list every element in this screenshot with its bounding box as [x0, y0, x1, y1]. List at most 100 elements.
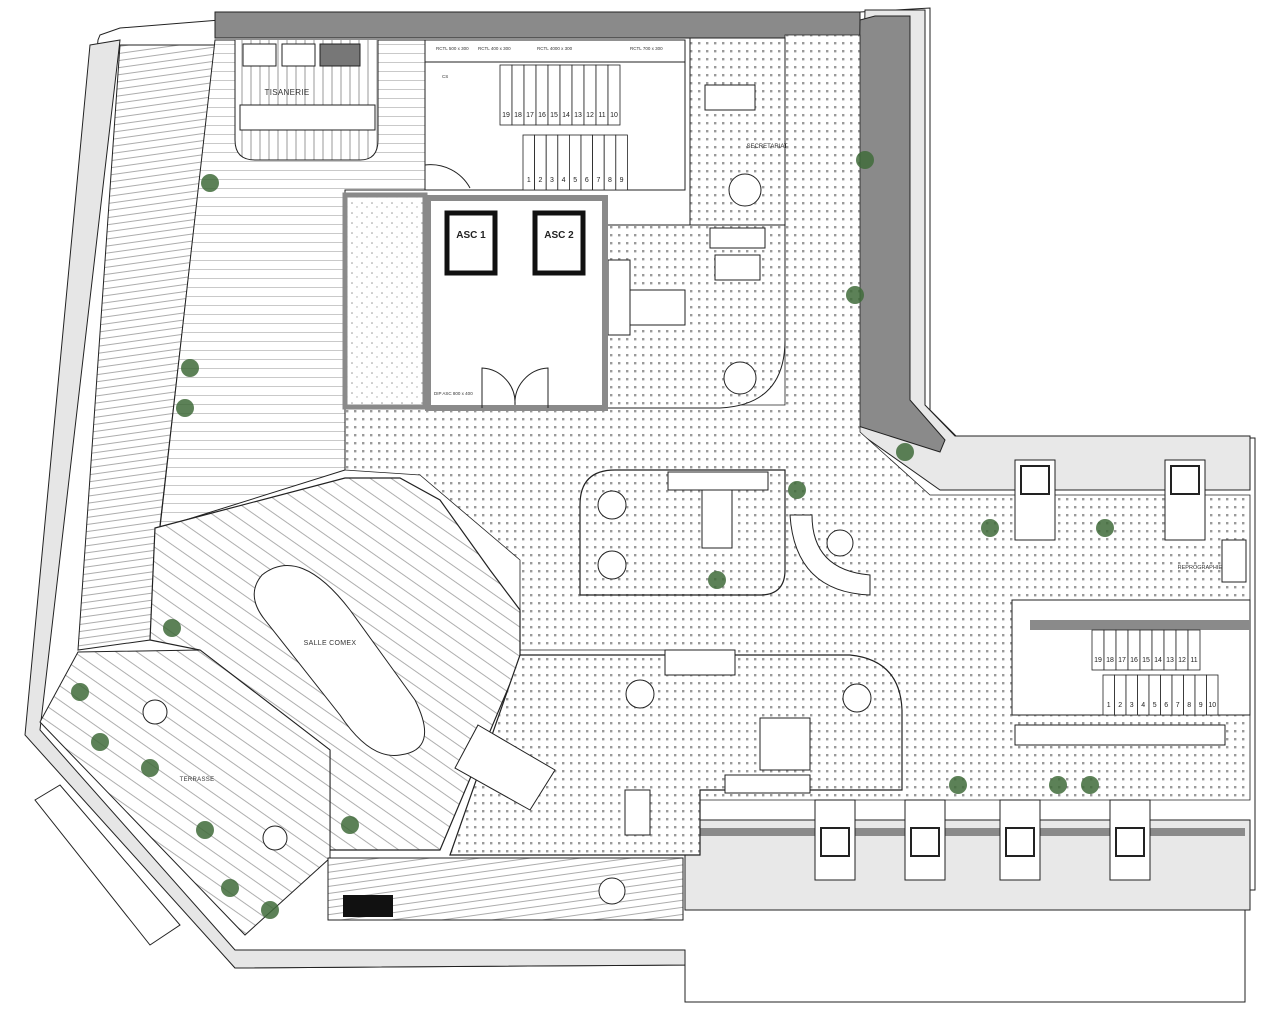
stair-step-number: 4 [562, 177, 566, 184]
stair-step [1160, 674, 1173, 716]
stair-step [1125, 674, 1138, 716]
stair-step-number: 7 [1176, 702, 1180, 709]
stair-step-number: 18 [514, 112, 522, 119]
plant-icon [181, 359, 199, 377]
stair-step-number: 19 [1094, 657, 1102, 664]
stair-step-number: 2 [1118, 702, 1122, 709]
plant-icon [1096, 519, 1114, 537]
stair-step-number: 12 [1178, 657, 1186, 664]
stair-step-number: 4 [1141, 702, 1145, 709]
stair-step-number: 18 [1106, 657, 1114, 664]
stair-step-number: 17 [526, 112, 534, 119]
reception-desk [789, 514, 871, 596]
stair-step-number: 2 [538, 177, 542, 184]
window-bays [814, 459, 1206, 881]
plant-icon [201, 174, 219, 192]
stair-step-number: 1 [1107, 702, 1111, 709]
lift-2 [532, 210, 586, 276]
armchair [1115, 827, 1145, 857]
plant-icon [261, 901, 279, 919]
plant-icon [896, 443, 914, 461]
room-label-secretariat: SECRETARIAT [746, 144, 787, 150]
open-meeting-island [579, 469, 786, 596]
stair-step [1137, 674, 1150, 716]
stair-step [1151, 629, 1165, 671]
plant-icon [71, 683, 89, 701]
stair-step-number: 5 [1153, 702, 1157, 709]
plant-icon [856, 151, 874, 169]
armchair [910, 827, 940, 857]
tag-cs: CS [442, 74, 448, 79]
plant-icon [981, 519, 999, 537]
tag-rctl-1: RCTL 500 x 300 [436, 46, 469, 51]
stair-step [1148, 674, 1161, 716]
plant-icon [163, 619, 181, 637]
room-label-reprographie: REPROGRAPHIE [1178, 565, 1223, 571]
copier [1221, 539, 1247, 583]
stair-step [1175, 629, 1189, 671]
plants [71, 151, 1114, 919]
tag-rctl-4: RCTL 700 x 300 [630, 46, 663, 51]
tag-rctl-2: RCTL 400 x 300 [478, 46, 511, 51]
plant-icon [141, 759, 159, 777]
plant-icon [788, 481, 806, 499]
restrooms [342, 192, 428, 410]
stair-step-number: 9 [620, 177, 624, 184]
stair-step-number: 8 [1187, 702, 1191, 709]
stair-step [1127, 629, 1141, 671]
stair-step-number: 19 [502, 112, 510, 119]
stair-step-number: 14 [1154, 657, 1162, 664]
stair-step [615, 134, 628, 191]
stair-step-number: 3 [1130, 702, 1134, 709]
plant-icon [221, 879, 239, 897]
stair-step [1171, 674, 1184, 716]
stair-step [1103, 629, 1117, 671]
lift-label-1: ASC 1 [456, 230, 486, 241]
tag-dip-asc: DIP ASC 800 x 400 [434, 391, 473, 396]
room-label-salle-comex: SALLE COMEX [304, 640, 357, 647]
stair-step-number: 11 [598, 112, 605, 119]
stair-step [607, 64, 621, 126]
stair-step [1183, 674, 1196, 716]
plant-icon [91, 733, 109, 751]
stair-step-number: 1 [527, 177, 531, 184]
plant-icon [949, 776, 967, 794]
stair-step-number: 5 [573, 177, 577, 184]
plant-icon [846, 286, 864, 304]
stair-step-number: 11 [1190, 657, 1197, 664]
stair-step-number: 10 [610, 112, 618, 119]
stair-step [1194, 674, 1207, 716]
stair-step [1206, 674, 1219, 716]
stair-step-number: 12 [586, 112, 594, 119]
tag-rctl-3: RCTL 4000 x 300 [537, 46, 573, 51]
stair-step-number: 16 [1130, 657, 1138, 664]
armchair [1170, 465, 1200, 495]
plant-icon [341, 816, 359, 834]
plant-icon [708, 571, 726, 589]
stair-step-number: 6 [585, 177, 589, 184]
plant-icon [1081, 776, 1099, 794]
desk-diagonal [454, 724, 556, 811]
stair-step [1091, 629, 1105, 671]
stair-step [1102, 674, 1115, 716]
room-label-terrasse: TERRASSE [180, 777, 215, 783]
stair-step-number: 15 [1142, 657, 1150, 664]
lift-label-2: ASC 2 [544, 230, 574, 241]
stair-step-number: 8 [608, 177, 612, 184]
open-office-room [449, 654, 903, 856]
stair-step-number: 7 [596, 177, 600, 184]
stair-step-number: 13 [1166, 657, 1174, 664]
armchair [1020, 465, 1050, 495]
plant-icon [196, 821, 214, 839]
stair-step [1114, 674, 1127, 716]
stair-step [1139, 629, 1153, 671]
stair-step-number: 9 [1199, 702, 1203, 709]
stair-step-number: 14 [562, 112, 570, 119]
stair-step-number: 10 [1208, 702, 1216, 709]
lift-1 [444, 210, 498, 276]
